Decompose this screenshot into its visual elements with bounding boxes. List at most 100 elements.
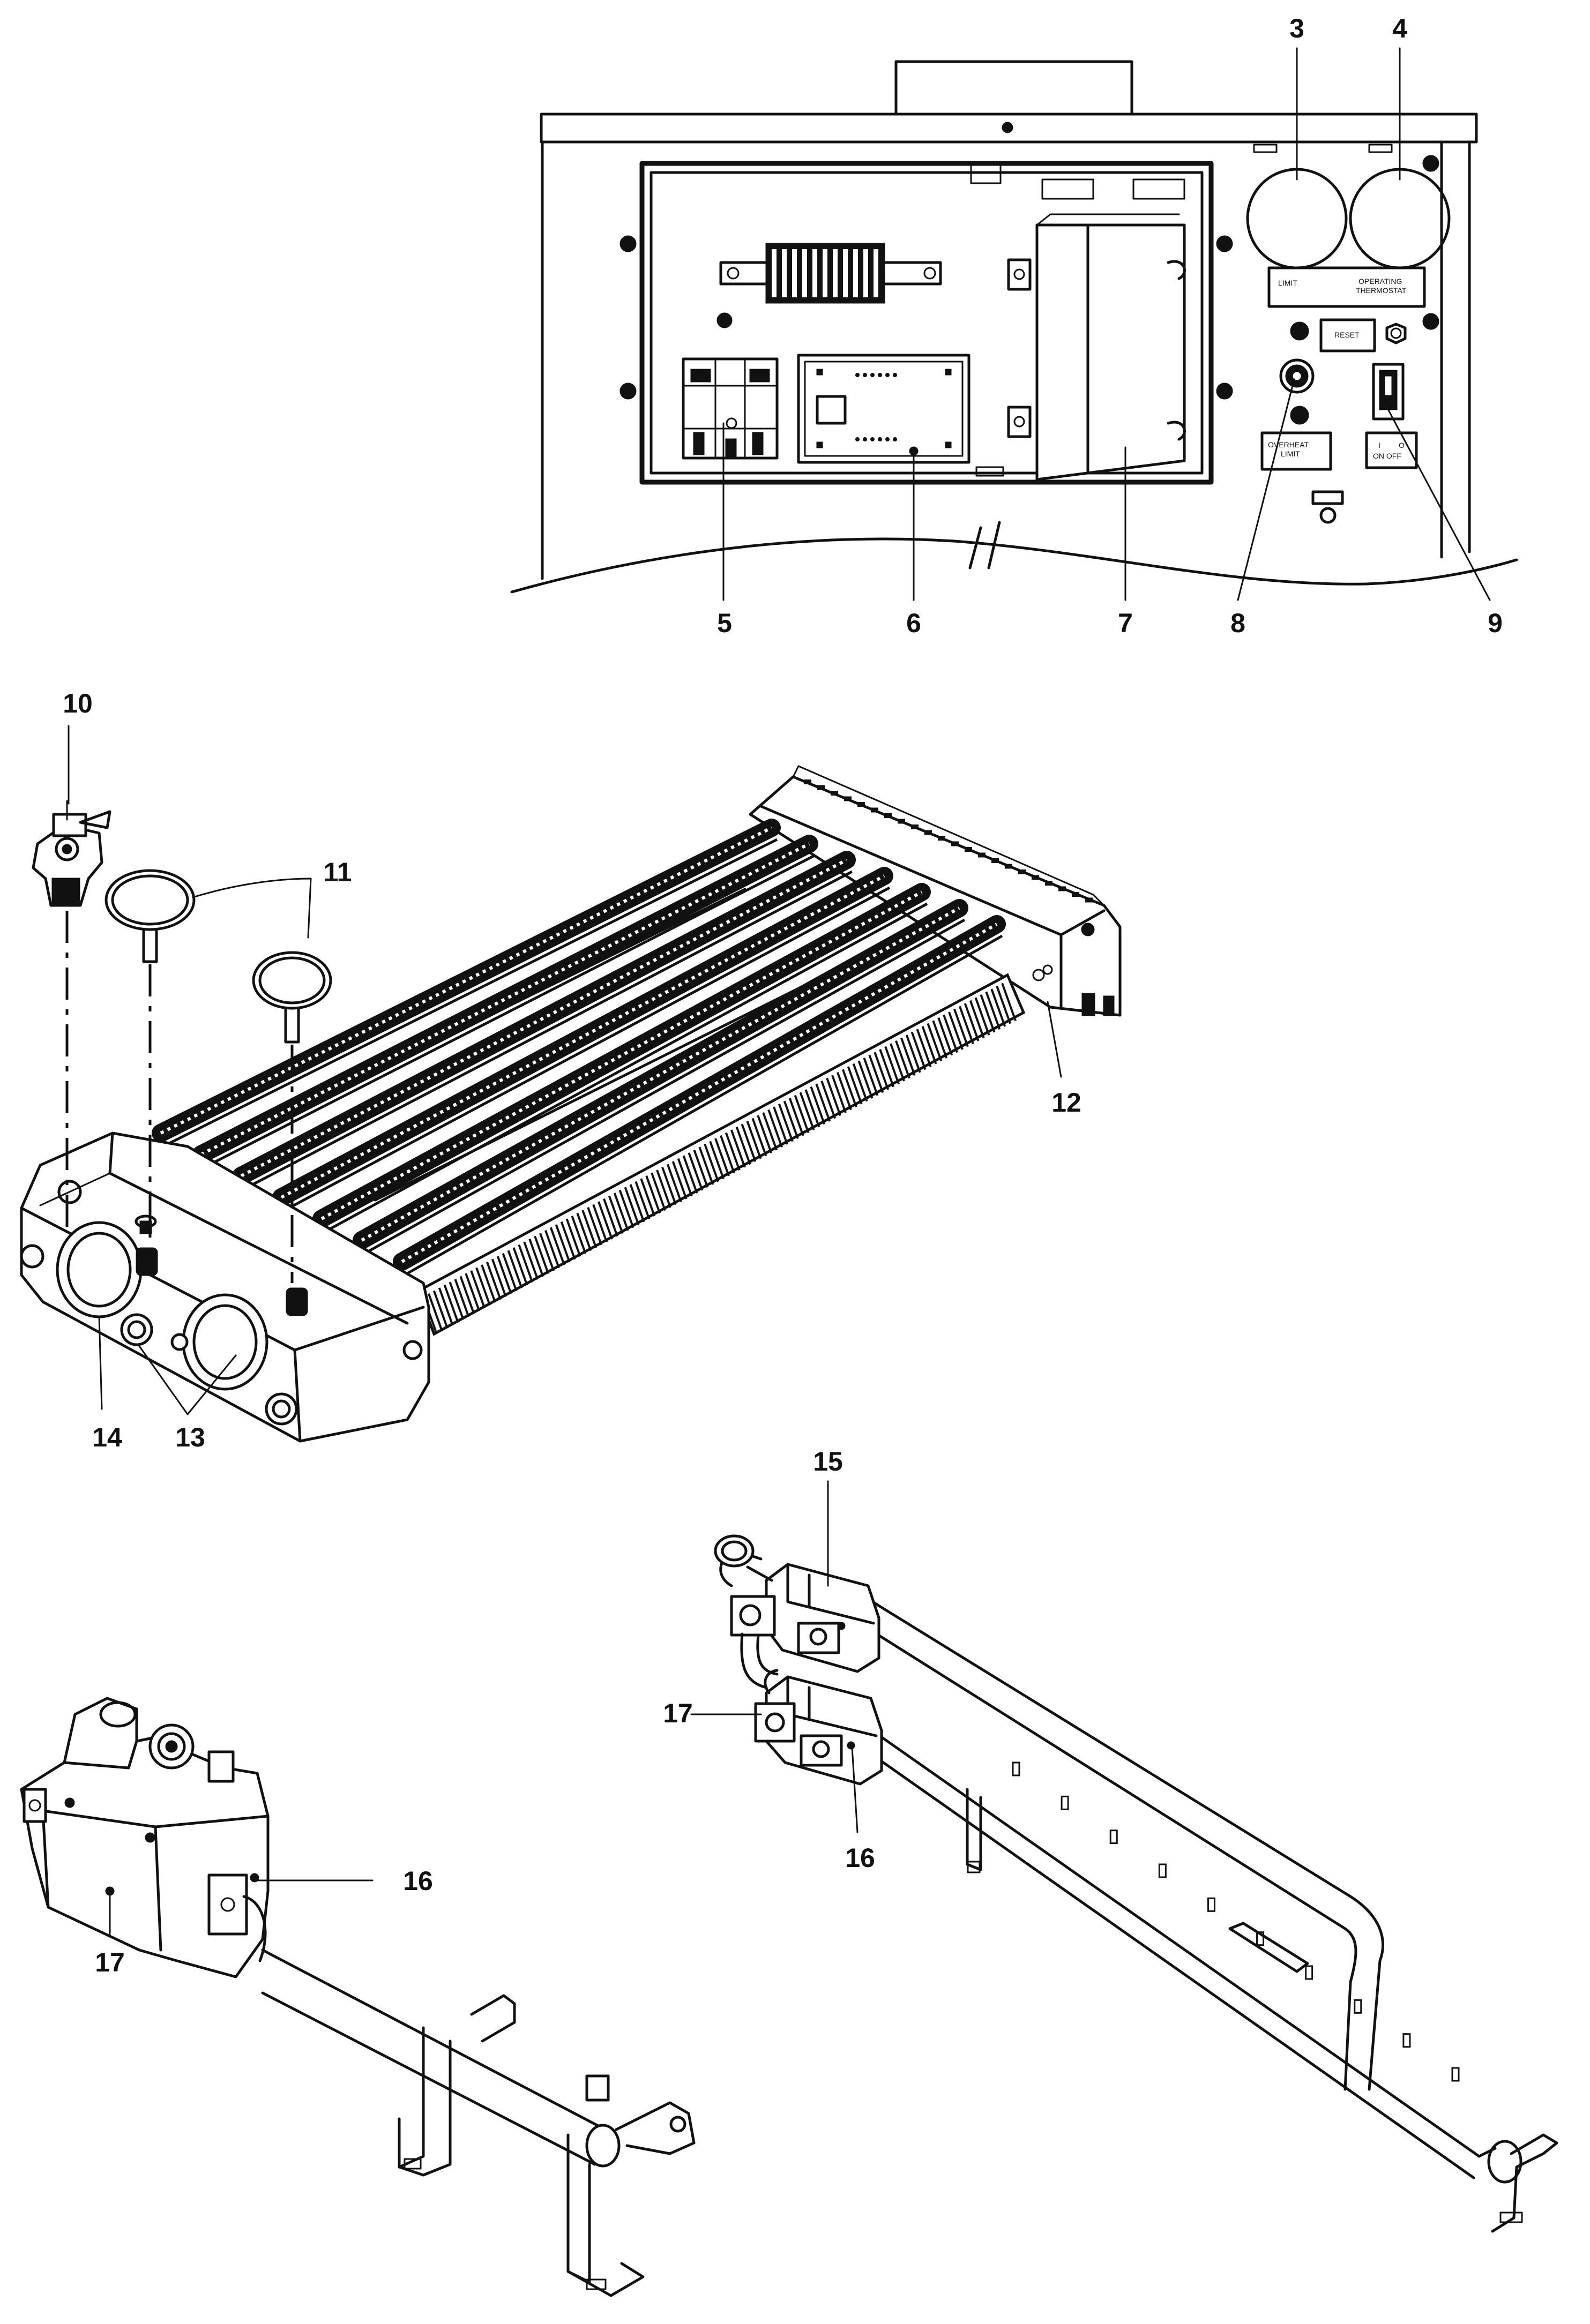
fin-tube: [393, 915, 1006, 1275]
panel-screw: [1422, 155, 1439, 172]
leader-9: [1386, 406, 1491, 601]
small-bracket: [1311, 490, 1344, 505]
lower-manifold-pipe-inner: [867, 1750, 1475, 2179]
dial-slot: [1368, 144, 1393, 153]
leader-11: [192, 878, 312, 939]
temperature-pressure-gauge: [104, 869, 196, 963]
front-header: [20, 1131, 430, 1443]
fin-tube: [312, 883, 931, 1232]
callout-6: 6: [906, 608, 921, 638]
gas-manifold-dual-valve: [690, 1480, 1558, 2233]
panel-screw: [1290, 406, 1309, 425]
burner-orifice: [1012, 1761, 1020, 1776]
front-header-opening: [56, 1221, 143, 1318]
fuse-block: [682, 357, 779, 460]
header-port: [57, 1180, 82, 1204]
temperature-pressure-gauge: [252, 951, 332, 1044]
leader-16b: [851, 1746, 859, 1833]
switch-label-plate: [1365, 431, 1418, 469]
burner-orifice: [1354, 1999, 1362, 2014]
terminal-strip: [719, 243, 942, 304]
dial-label-plate: [1267, 266, 1426, 308]
callout-7: 7: [1118, 608, 1133, 638]
switch-on-off-label: ON OFF: [1373, 452, 1401, 460]
hex-nut-icon: [1385, 323, 1407, 344]
callout-15: 15: [813, 1446, 843, 1476]
break-marks: [968, 521, 1001, 569]
small-hole: [1319, 507, 1337, 524]
pilot-fitting: [585, 2074, 610, 2102]
burner-orifice: [1158, 1863, 1167, 1878]
upper-manifold-pipe-inner: [867, 1627, 1357, 2091]
callout-17a: 17: [95, 1947, 125, 1977]
limit-dial: [1246, 168, 1348, 269]
top-connector: [970, 161, 1002, 184]
operating-label: OPERATING: [1358, 277, 1402, 286]
dial-slot: [1253, 144, 1278, 153]
leader-8: [1237, 378, 1295, 601]
overheat-label-plate: [1260, 431, 1332, 471]
burner-orifice: [1305, 1965, 1313, 1980]
top-tab: [894, 60, 1133, 117]
relief-valve: [32, 800, 111, 907]
panel-screw: [619, 383, 637, 400]
panel-screw: [1216, 383, 1233, 400]
panel-screw: [619, 235, 637, 252]
fin-support: [374, 952, 870, 1202]
callout-8: 8: [1230, 608, 1245, 638]
fin-tube: [272, 867, 893, 1211]
callout-13: 13: [175, 1422, 205, 1452]
cross-bracket: [1228, 1922, 1309, 1973]
switch-i-label: I: [1378, 441, 1380, 449]
burner-orifice: [1451, 2067, 1460, 2082]
limit-label: LIMIT: [1278, 279, 1297, 287]
reset-plate: [1319, 318, 1376, 353]
fin-tube: [192, 835, 818, 1168]
upper-manifold-pipe: [867, 1598, 1384, 2091]
front-header-opening: [182, 1293, 268, 1391]
leader-12: [1047, 1001, 1062, 1078]
fin-tube: [353, 899, 968, 1254]
pipe-end-cap: [585, 2124, 621, 2168]
connecting-elbow: [740, 1632, 768, 1689]
leader-14: [98, 1316, 103, 1410]
fin-tube: [152, 819, 781, 1146]
callout-4: 4: [1392, 13, 1407, 43]
panel-screw: [1422, 313, 1439, 330]
switch-o-label: O: [1399, 441, 1405, 449]
hanging-bracket: [398, 2026, 425, 2169]
box-screw: [716, 312, 733, 328]
callout-5: 5: [717, 608, 732, 638]
top-rail: [540, 113, 1478, 144]
callout-16a: 16: [403, 1866, 433, 1896]
power-switch[interactable]: [1372, 363, 1405, 421]
end-bracket: [1491, 2133, 1558, 2233]
panel-screw: [1216, 235, 1233, 252]
manifold-pipe-lower: [261, 1991, 596, 2166]
callout-9: 9: [1488, 608, 1503, 638]
hanging-bracket: [966, 1788, 982, 1871]
burner-orifice: [1402, 2033, 1411, 2048]
top-slot: [1132, 178, 1185, 200]
coil-tube: [416, 973, 1026, 1336]
cutaway-wave-line: [510, 537, 1518, 594]
gas-valve-body: [20, 1697, 270, 1978]
top-screw: [1002, 122, 1013, 133]
manifold-pipe: [261, 1948, 602, 2128]
burner-orifice: [1061, 1795, 1069, 1810]
callout-14: 14: [92, 1422, 122, 1452]
box-notch: [975, 466, 1004, 477]
transformer-bracket: [1007, 213, 1186, 481]
header-plug: [265, 1392, 298, 1426]
lower-manifold-pipe: [867, 1726, 1481, 2158]
control-box-frame: [639, 161, 1214, 485]
overheat-limit-knob[interactable]: [1279, 358, 1315, 394]
reset-label: RESET: [1334, 331, 1360, 339]
header-plug: [120, 1313, 153, 1346]
top-slot: [1041, 178, 1094, 200]
control-box-inner: [650, 171, 1204, 475]
callout-labels: 3 4 5 6 7 8 9 10 11 12 13 14 15 17 16 16…: [63, 13, 1503, 1977]
heat-exchanger-assembly: [20, 725, 1122, 1443]
